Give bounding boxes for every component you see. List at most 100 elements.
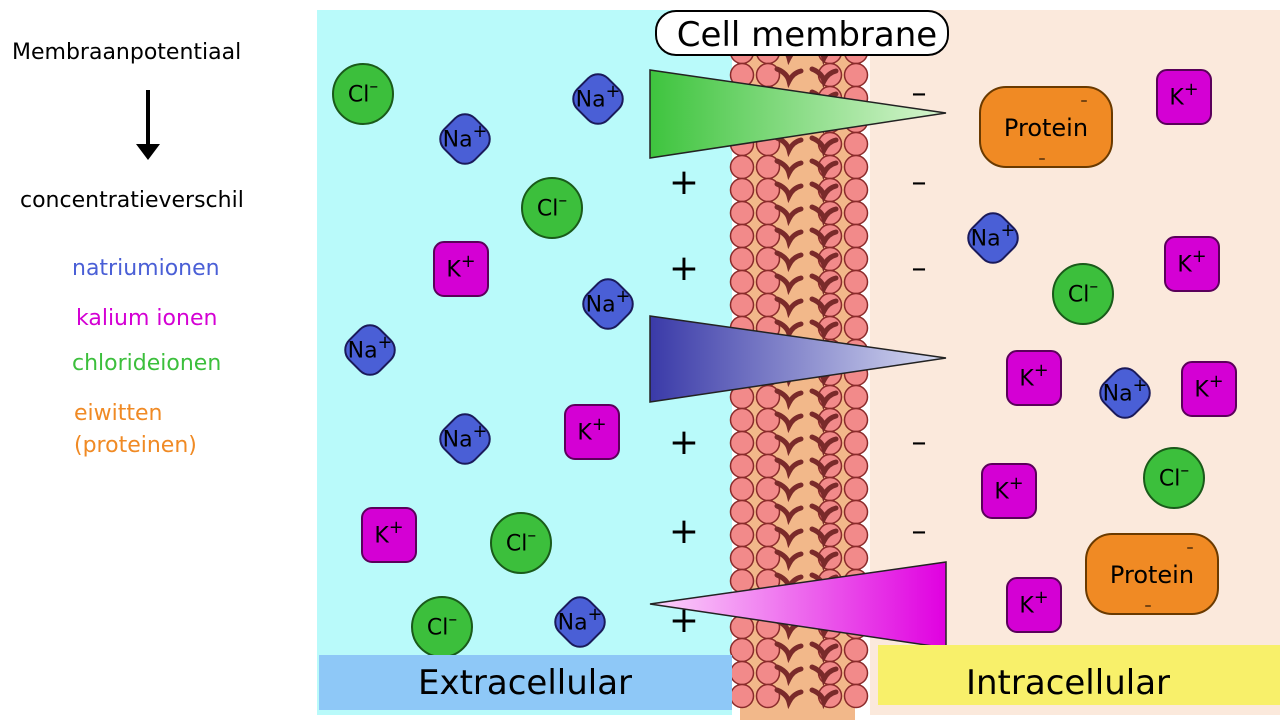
lipid-tail xyxy=(809,457,839,480)
positive-charge: + xyxy=(669,511,699,552)
lipid-head xyxy=(729,660,755,686)
sodium-ion: Na+ xyxy=(572,73,624,125)
potassium-ion: K+ xyxy=(1006,350,1062,406)
chloride-gradient-triangle xyxy=(649,69,947,159)
lipid-tail xyxy=(774,480,804,503)
potassium-ion: K+ xyxy=(564,404,620,460)
lipid-tail xyxy=(774,434,804,457)
lipid-tail xyxy=(774,457,804,480)
lipid-tail xyxy=(774,181,804,204)
lipid-tail xyxy=(774,158,804,181)
sodium-ion: Na+ xyxy=(1099,367,1151,419)
lipid-head xyxy=(843,453,869,479)
lipid-tail xyxy=(809,480,839,503)
lipid-head xyxy=(729,545,755,571)
protein-charge: – xyxy=(1145,598,1152,614)
potassium-ion: K+ xyxy=(1181,361,1237,417)
positive-charge: + xyxy=(669,248,699,289)
lipid-tail xyxy=(774,250,804,273)
lipid-tail xyxy=(774,66,804,89)
negative-charge: – xyxy=(912,251,927,286)
potassium-ion: K+ xyxy=(361,507,417,563)
intracellular-bar xyxy=(878,645,1280,705)
lipid-head xyxy=(755,683,781,709)
lipid-tail xyxy=(809,296,839,319)
lipid-head xyxy=(843,683,869,709)
lipid-head xyxy=(729,269,755,295)
lipid-tail xyxy=(809,204,839,227)
lipid-tail xyxy=(809,388,839,411)
lipid-tail xyxy=(809,687,839,710)
lipid-tail xyxy=(809,319,839,342)
sodium-ion: Na+ xyxy=(554,596,606,648)
lipid-tail xyxy=(774,549,804,572)
lipid-head xyxy=(729,637,755,663)
lipid-tail xyxy=(774,641,804,664)
positive-charge: + xyxy=(669,600,699,641)
potassium-ion: K+ xyxy=(981,463,1037,519)
lipid-tail xyxy=(809,227,839,250)
lipid-head xyxy=(843,62,869,88)
protein-charge: – xyxy=(1039,151,1046,167)
lipid-head xyxy=(729,407,755,433)
potassium-ion-label: K+ xyxy=(1019,361,1048,392)
lipid-head xyxy=(843,131,869,157)
legend-proteins-alt: (proteinen) xyxy=(74,433,197,458)
potassium-ion: K+ xyxy=(1164,236,1220,292)
negative-charge: – xyxy=(912,425,927,460)
lipid-tail xyxy=(774,411,804,434)
lipid-head xyxy=(729,246,755,272)
lipid-head xyxy=(729,476,755,502)
concentration-difference-label: concentratieverschil xyxy=(20,188,244,213)
lipid-head xyxy=(843,177,869,203)
lipid-head xyxy=(843,384,869,410)
lipid-head xyxy=(729,430,755,456)
lipid-head xyxy=(843,545,869,571)
potassium-ion: K+ xyxy=(1006,577,1062,633)
protein: Protein–– xyxy=(1085,533,1219,615)
positive-charge: + xyxy=(669,422,699,463)
lipid-tail xyxy=(774,388,804,411)
lipid-tail xyxy=(809,158,839,181)
chloride-ion: Cl– xyxy=(490,512,552,574)
lipid-head xyxy=(843,292,869,318)
potassium-ion: K+ xyxy=(1156,69,1212,125)
positive-charge: + xyxy=(669,162,699,203)
protein-charge: – xyxy=(1081,93,1088,109)
lipid-head xyxy=(843,476,869,502)
membrane-potential-label: Membraanpotentiaal xyxy=(12,40,242,65)
lipid-head xyxy=(729,683,755,709)
lipid-tail xyxy=(809,250,839,273)
lipid-tail xyxy=(809,273,839,296)
legend-potassium-ions: kalium ionen xyxy=(76,306,218,331)
lipid-head xyxy=(729,154,755,180)
lipid-tail xyxy=(809,66,839,89)
lipid-head xyxy=(843,637,869,663)
lipid-head xyxy=(729,200,755,226)
legend-proteins: eiwitten xyxy=(74,401,163,426)
lipid-tail xyxy=(809,641,839,664)
ions-layer: Cl–Na+Na+Cl–K+Na+Na+Na+K+K+Cl–Cl–Na+Prot… xyxy=(332,63,1237,658)
lipid-head xyxy=(729,453,755,479)
chloride-ion: Cl– xyxy=(332,63,394,125)
potassium-gradient-triangle xyxy=(649,561,947,649)
lipid-head xyxy=(843,154,869,180)
chloride-ion: Cl– xyxy=(1143,447,1205,509)
lipid-tail xyxy=(809,434,839,457)
extracellular-bar xyxy=(319,655,732,710)
lipid-head xyxy=(843,200,869,226)
sodium-ion: Na+ xyxy=(967,212,1019,264)
lipid-tail xyxy=(809,411,839,434)
lipid-tail xyxy=(774,227,804,250)
protein-charge: – xyxy=(1187,540,1194,556)
lipid-tail xyxy=(809,503,839,526)
lipid-head xyxy=(729,499,755,525)
potassium-ion: K+ xyxy=(433,241,489,297)
lipid-head xyxy=(729,177,755,203)
lipid-head xyxy=(843,315,869,341)
sodium-ion-label: Na+ xyxy=(443,422,488,453)
negative-charge: – xyxy=(912,165,927,200)
legend-sodium-ions: natriumionen xyxy=(72,256,220,281)
lipid-tail xyxy=(774,664,804,687)
